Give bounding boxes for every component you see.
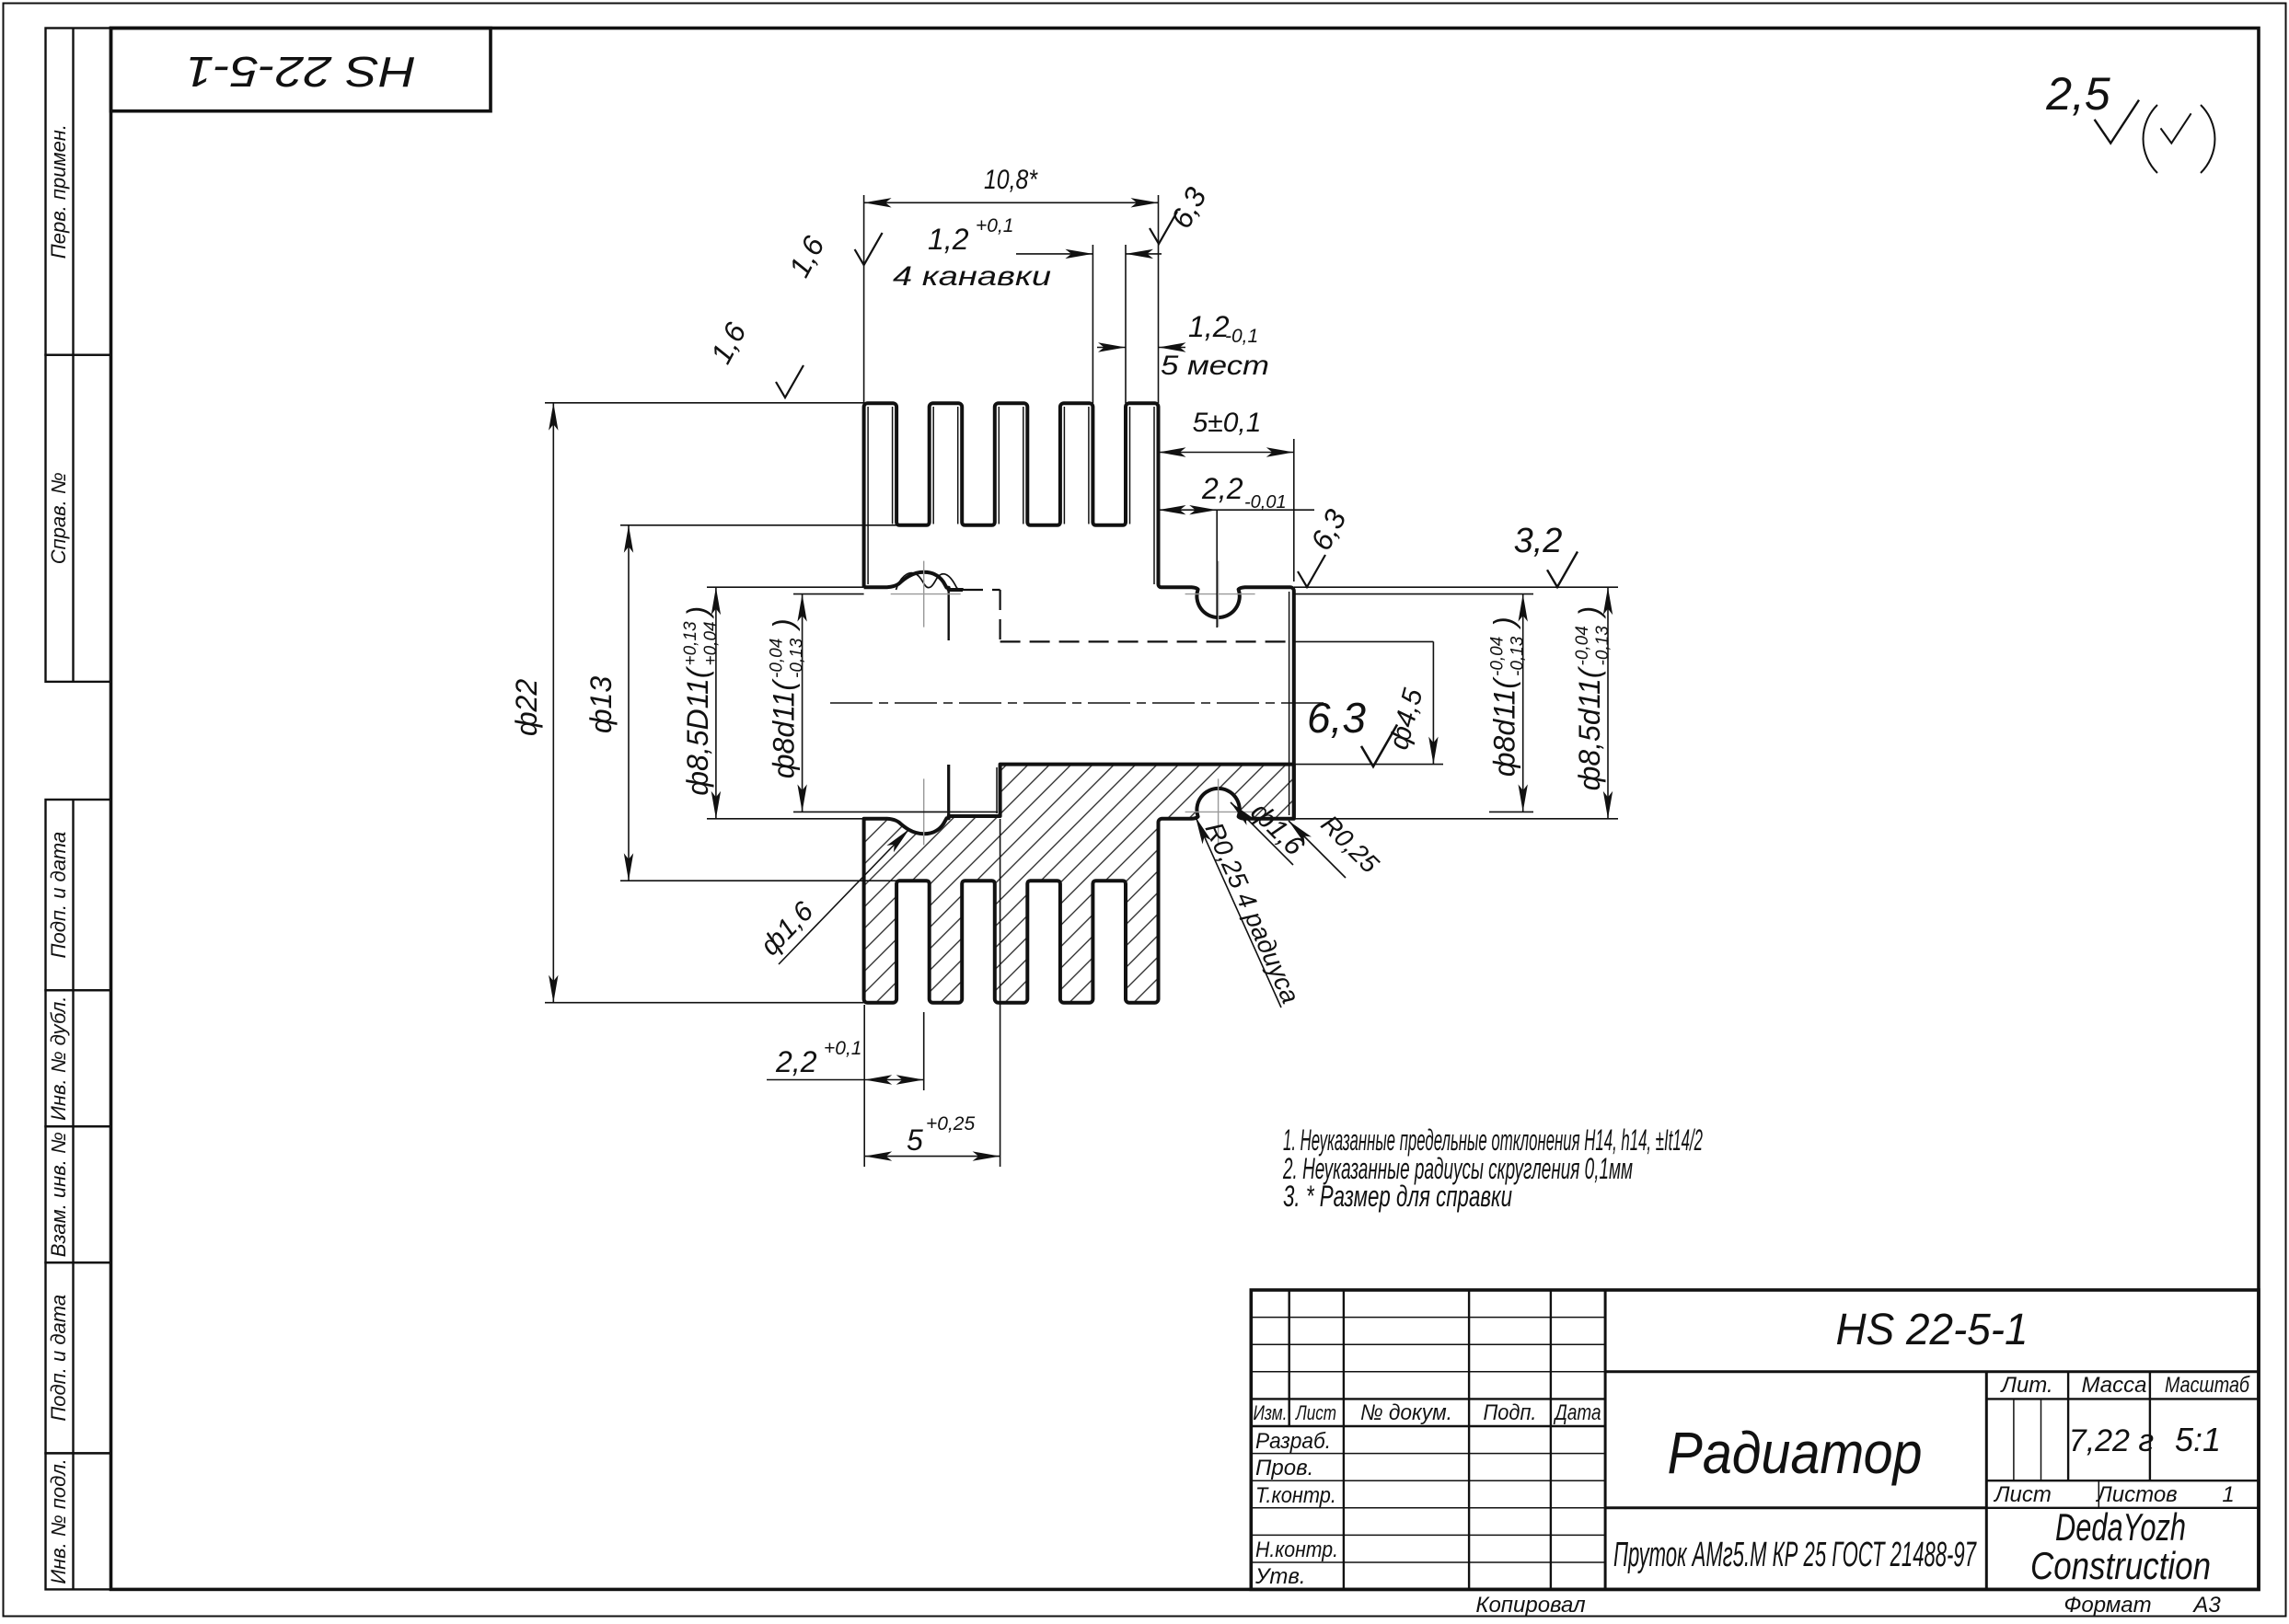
svg-text:5±0,1: 5±0,1 (1193, 408, 1262, 438)
svg-text:Справ. №: Справ. № (47, 472, 70, 564)
svg-text:Копировал: Копировал (1475, 1593, 1586, 1618)
svg-text:ф8d11(: ф8d11( (768, 678, 801, 779)
svg-text:Масштаб: Масштаб (2165, 1373, 2250, 1398)
svg-text:Н.контр.: Н.контр. (1255, 1538, 1338, 1562)
svg-text:Масса: Масса (2082, 1373, 2147, 1398)
svg-text:Подп. и дата: Подп. и дата (47, 1295, 70, 1422)
svg-text:Подп. и дата: Подп. и дата (47, 832, 70, 959)
svg-text:-0,04: -0,04 (768, 639, 787, 678)
svg-text:ф22: ф22 (510, 679, 543, 737)
svg-text:А3: А3 (2191, 1593, 2221, 1618)
svg-text:+0,1: +0,1 (824, 1038, 861, 1059)
svg-text:Перв. примен.: Перв. примен. (47, 124, 70, 259)
svg-text:ф13: ф13 (584, 676, 618, 734)
svg-text:HS 22-5-1: HS 22-5-1 (1836, 1306, 2029, 1354)
svg-text:3. * Размер для справки: 3. * Размер для справки (1283, 1180, 1512, 1213)
svg-text:2,2: 2,2 (775, 1045, 817, 1078)
svg-text:+0,13: +0,13 (681, 621, 700, 666)
svg-text:Лист: Лист (1294, 1401, 1336, 1424)
svg-text:5: 5 (907, 1123, 923, 1157)
svg-text:5 мест: 5 мест (1161, 351, 1269, 381)
svg-text:Листов: Листов (2095, 1482, 2177, 1507)
svg-text:ф8,5d11(: ф8,5d11( (1573, 665, 1606, 790)
svg-text:Разраб.: Разраб. (1255, 1429, 1331, 1454)
svg-text:10,8*: 10,8* (984, 165, 1038, 195)
svg-text:2. Неуказанные радиусы скругле: 2. Неуказанные радиусы скругления 0,1мм (1282, 1152, 1633, 1185)
svg-text:ф8d11(: ф8d11( (1488, 676, 1521, 777)
svg-text:-0,04: -0,04 (1488, 637, 1508, 676)
svg-text:-0,01: -0,01 (1244, 492, 1287, 513)
svg-text:): ) (768, 618, 801, 632)
svg-text:): ) (681, 606, 714, 620)
svg-text:Изм.: Изм. (1254, 1401, 1288, 1424)
svg-text:Инв. № дубл.: Инв. № дубл. (47, 996, 70, 1121)
svg-text:Пров.: Пров. (1255, 1456, 1313, 1480)
svg-text:Лит.: Лит. (1999, 1373, 2052, 1398)
svg-text:6,3: 6,3 (1307, 694, 1366, 742)
svg-text:2,2: 2,2 (1201, 472, 1243, 505)
svg-text:Подп.: Подп. (1484, 1400, 1537, 1425)
svg-text:1: 1 (2222, 1482, 2234, 1507)
svg-text:Т.контр.: Т.контр. (1255, 1483, 1336, 1508)
svg-text:-0,13: -0,13 (788, 638, 807, 678)
svg-text:+0,04: +0,04 (701, 621, 721, 665)
svg-text:-0,13: -0,13 (1593, 626, 1613, 666)
svg-text:ф8,5D11(: ф8,5D11( (681, 665, 714, 796)
svg-text:+0,1: +0,1 (976, 215, 1013, 236)
svg-text:3,2: 3,2 (1514, 522, 1563, 560)
svg-text:Радиатор: Радиатор (1668, 1420, 1923, 1486)
svg-text:HS 22-5-1: HS 22-5-1 (186, 48, 416, 96)
svg-text:5:1: 5:1 (2175, 1421, 2221, 1458)
svg-text:Взам. инв. №: Взам. инв. № (47, 1132, 70, 1257)
svg-text:Инв. № подл.: Инв. № подл. (47, 1458, 70, 1584)
svg-text:7,22 г: 7,22 г (2069, 1423, 2154, 1458)
svg-text:-0,1: -0,1 (1225, 326, 1258, 347)
svg-text:1,2: 1,2 (1188, 310, 1230, 343)
svg-text:+0,25: +0,25 (926, 1113, 975, 1134)
svg-text:2,5: 2,5 (2045, 68, 2110, 120)
svg-text:-0,13: -0,13 (1509, 636, 1528, 676)
svg-text:№ докум.: № докум. (1360, 1400, 1452, 1425)
svg-text:Формат: Формат (2064, 1593, 2151, 1618)
svg-text:): ) (1488, 616, 1521, 630)
svg-text:Лист: Лист (1993, 1482, 2052, 1507)
svg-text:Construction: Construction (2030, 1544, 2211, 1587)
svg-text:4 канавки: 4 канавки (893, 261, 1051, 292)
svg-text:Пруток АМг5.М КР 25 ГОСТ 21488: Пруток АМг5.М КР 25 ГОСТ 21488-97 (1613, 1536, 1977, 1574)
svg-text:DedaYozh: DedaYozh (2055, 1505, 2186, 1549)
svg-text:Утв.: Утв. (1254, 1564, 1306, 1589)
svg-text:1,2: 1,2 (928, 223, 969, 256)
svg-text:): ) (1573, 606, 1606, 620)
svg-text:-0,04: -0,04 (1573, 626, 1592, 665)
svg-text:Дата: Дата (1553, 1400, 1601, 1425)
svg-text:1. Неуказанные предельные откл: 1. Неуказанные предельные отклонения H14… (1283, 1123, 1703, 1157)
